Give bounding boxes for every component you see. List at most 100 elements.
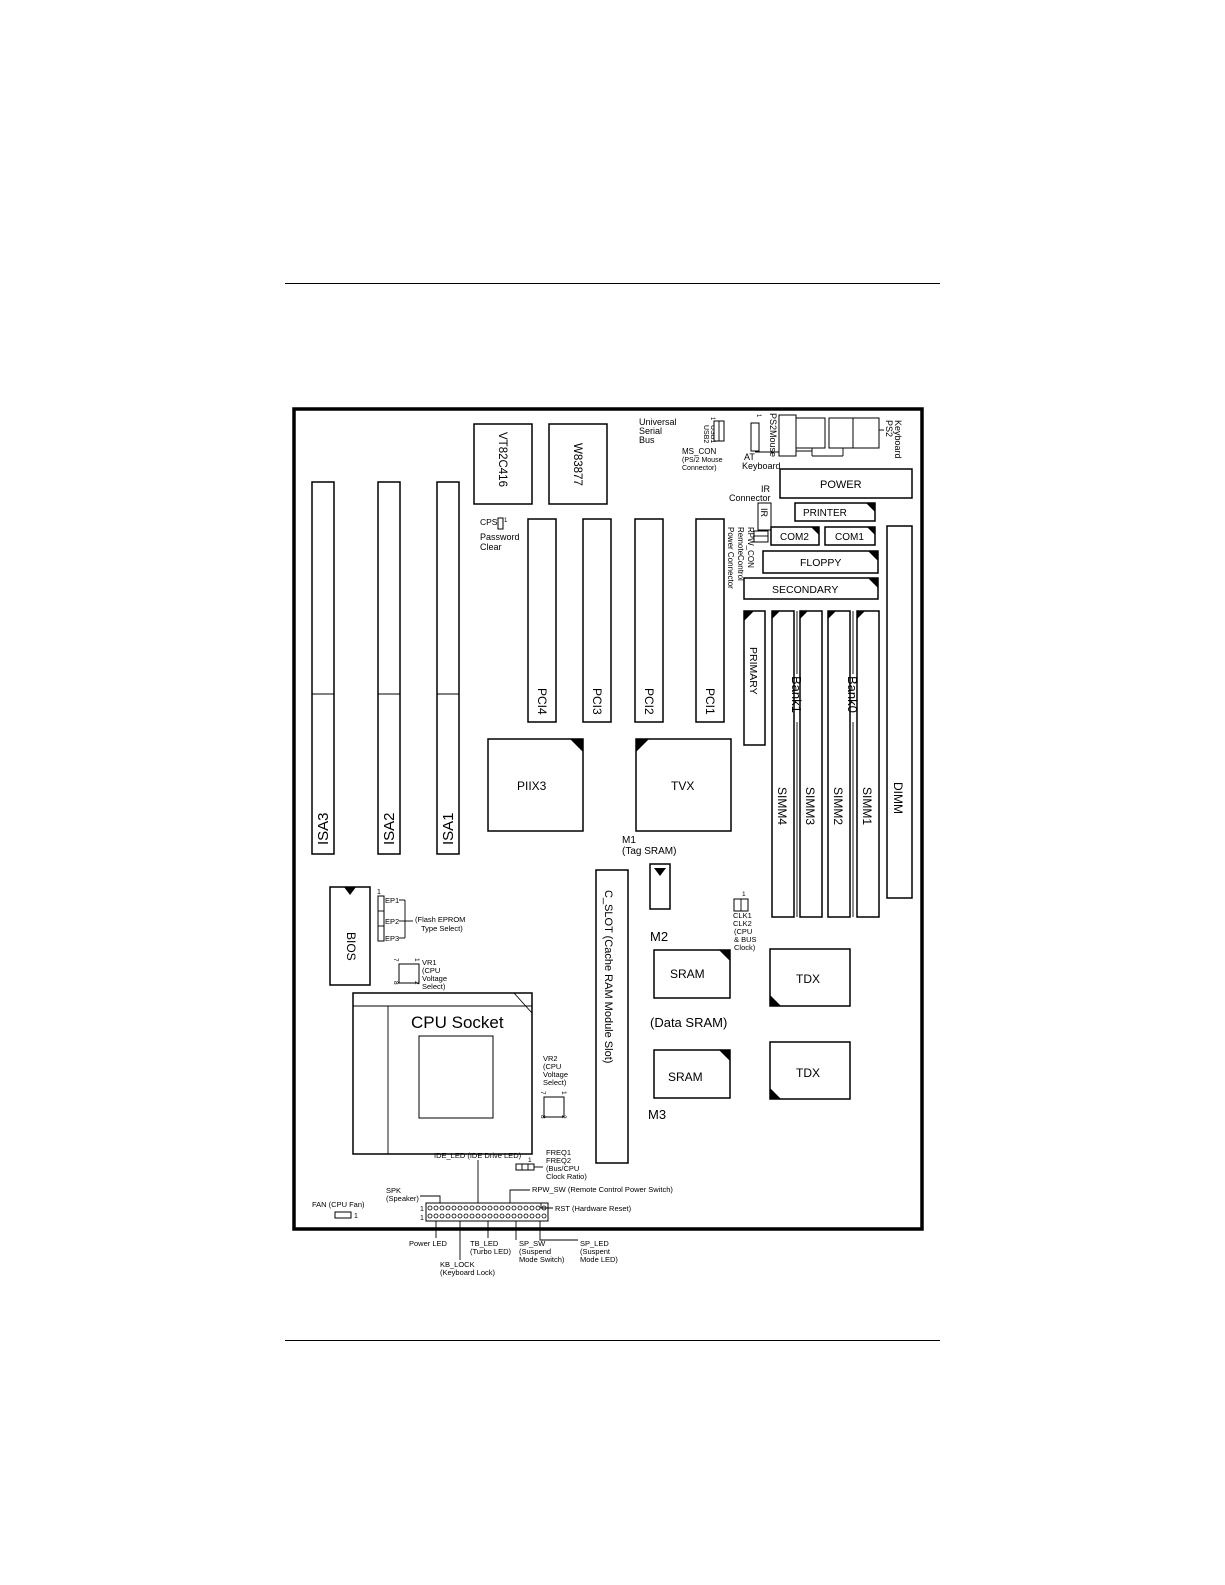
header-pin [457,1205,463,1211]
top-rule [285,283,940,284]
svg-text:8: 8 [539,1115,546,1119]
header-pin [523,1213,529,1219]
cps-jumper[interactable]: CPS 1 [480,517,508,530]
header-pin [433,1205,439,1211]
printer-port[interactable]: PRINTER [794,502,876,522]
svg-text:Select): Select) [422,982,446,991]
svg-text:KB_LOCK: KB_LOCK [440,1260,475,1269]
svg-text:1: 1 [755,414,761,418]
svg-text:POWER: POWER [820,479,862,491]
fan-label: FAN (CPU Fan) [312,1200,365,1209]
simm3-slot[interactable]: SIMM3 [799,610,823,918]
svg-text:(Keyboard Lock): (Keyboard Lock) [440,1268,496,1277]
vr2-jumper[interactable]: 7 1 8 2 [539,1091,567,1119]
bios-chip: BIOS [329,886,371,986]
tvx-chip: TVX [635,738,732,832]
svg-text:CPU Socket: CPU Socket [411,1013,504,1032]
header-pin [487,1213,493,1219]
c-slot[interactable]: C_SLOT (Cache RAM Module Slot) [595,869,629,1164]
pci3-slot[interactable]: PCI3 [582,518,612,723]
ir-connector[interactable]: IR [757,502,772,531]
svg-text:M1: M1 [622,835,636,846]
svg-text:AT: AT [744,452,755,462]
svg-text:Bank1: Bank1 [789,676,804,713]
m1-tag-sram-socket[interactable] [649,863,671,910]
svg-text:1: 1 [354,1213,358,1220]
fan-connector[interactable]: 1 [334,1211,358,1220]
svg-text:MS_CON: MS_CON [682,447,716,456]
usb-connector[interactable]: 1 USB1 USB2 [702,417,725,443]
header-pin [499,1205,505,1211]
isa1-slot[interactable]: ISA1 [436,481,460,855]
panel-row-markers: 1 1 [420,1206,424,1222]
svg-text:C_SLOT (Cache RAM Module Slot): C_SLOT (Cache RAM Module Slot) [602,890,614,1063]
floppy-connector[interactable]: FLOPPY [762,550,879,574]
simm1-slot[interactable]: SIMM1 [856,610,880,918]
svg-text:IR: IR [761,484,771,494]
svg-text:Universal: Universal [639,417,677,427]
header-pin [463,1213,469,1219]
power-connector[interactable]: POWER [779,468,913,499]
clk-jumper[interactable]: 1 [733,891,749,912]
svg-text:SP_SW: SP_SW [519,1239,546,1248]
dimm-slot[interactable]: DIMM [886,525,913,899]
svg-text:Password: Password [480,532,520,542]
front-panel-header[interactable] [425,1202,549,1222]
svg-text:FREQ2: FREQ2 [546,1156,571,1165]
svg-text:BIOS: BIOS [344,932,358,961]
header-pin [469,1205,475,1211]
cpu-socket[interactable]: CPU Socket [352,992,533,1155]
svg-text:(Bus/CPU: (Bus/CPU [546,1164,579,1173]
data-sram-label: (Data SRAM) [650,1015,727,1030]
header-pin [445,1213,451,1219]
svg-text:SIMM2: SIMM2 [831,787,845,825]
com2-port[interactable]: COM2 [770,526,820,546]
rpw-con-connector[interactable] [753,530,769,543]
ps2-mouse-label: PS2Mouse [768,413,778,457]
svg-text:(Data SRAM): (Data SRAM) [650,1015,727,1030]
svg-text:(Flash EPROM: (Flash EPROM [415,915,465,924]
svg-text:(CPU: (CPU [543,1062,561,1071]
rpw-sw-label: RPW_SW (Remote Control Power Switch) [509,1185,673,1203]
svg-text:(CPU: (CPU [422,966,440,975]
simm2-slot[interactable]: SIMM2 [827,610,851,918]
svg-text:USB1: USB1 [709,425,716,443]
bottom-rule [285,1340,940,1341]
at-keyboard-label: AT Keyboard [742,451,781,471]
svg-text:ISA2: ISA2 [381,812,398,845]
power-led-label: Power LED [409,1221,448,1248]
simm4-slot[interactable]: SIMM4 [771,610,795,918]
header-pin [505,1213,511,1219]
pci2-slot[interactable]: PCI2 [634,518,664,723]
pci4-slot[interactable]: PCI4 [527,518,557,723]
svg-text:Clock): Clock) [734,943,756,952]
header-pin [535,1205,541,1211]
ms-con-connector[interactable]: 1 [750,414,761,452]
bank1-label: Bank1 [789,611,804,917]
primary-ide-connector[interactable]: PRIMARY [743,610,766,746]
header-pin [481,1205,487,1211]
svg-text:2: 2 [560,1115,567,1119]
svg-text:(Suspend: (Suspend [519,1247,551,1256]
svg-text:Type Select): Type Select) [421,924,463,933]
svg-text:PS2: PS2 [884,420,894,437]
svg-text:Power Connector: Power Connector [726,527,735,589]
ms-con-label: MS_CON (PS/2 Mouse Connector) [682,447,723,472]
svg-text:VT82C416: VT82C416 [496,432,508,487]
ep-jumper-block[interactable]: 1 EP1 EP2 EP3 [377,889,413,943]
pci1-slot[interactable]: PCI1 [695,518,725,723]
com1-port[interactable]: COM1 [824,526,876,546]
ps2-keyboard-connector[interactable] [778,414,884,457]
secondary-ide-connector[interactable]: SECONDARY [743,577,879,600]
svg-text:VR1: VR1 [422,958,437,967]
sp-sw-label: SP_SW (Suspend Mode Switch) [515,1221,565,1264]
isa3-slot[interactable]: ISA3 [311,481,335,855]
vr1-jumper[interactable]: 7 1 8 2 [392,958,420,985]
svg-text:Keyboard: Keyboard [742,461,781,471]
freq-jumper[interactable]: 1 [515,1157,543,1171]
svg-text:Keyboard: Keyboard [893,420,903,459]
svg-text:Connector): Connector) [682,465,717,472]
svg-text:SP_LED: SP_LED [580,1239,609,1248]
isa2-slot[interactable]: ISA2 [377,481,401,855]
rpw-con-label: RPW_CON RemoteControl Power Connector [726,527,755,589]
